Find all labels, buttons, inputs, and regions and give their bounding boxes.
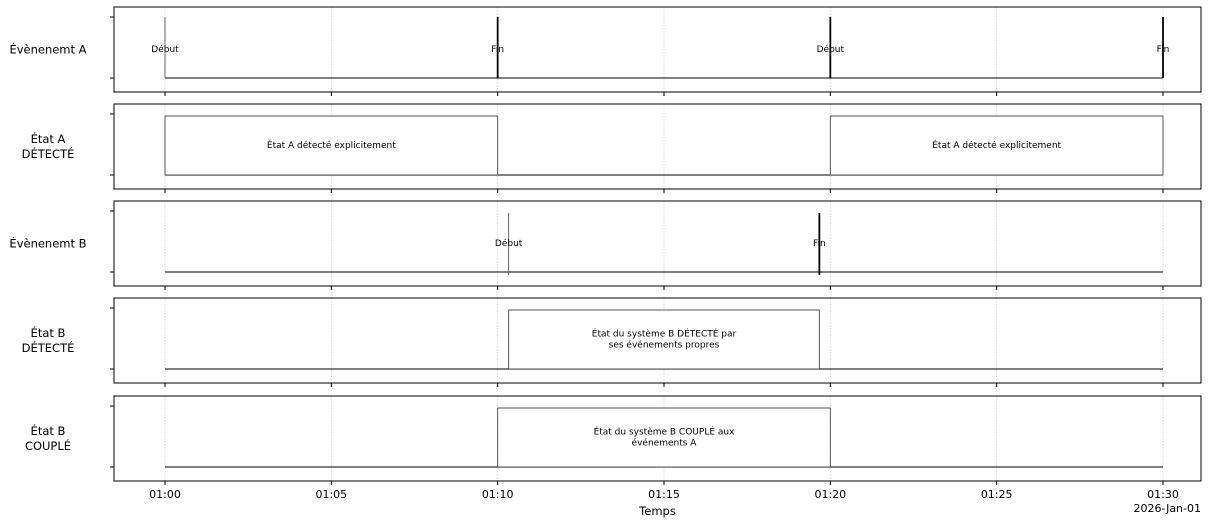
event-label: Début xyxy=(817,44,845,55)
x-tick-label: 01:10 xyxy=(482,488,514,501)
y-axis-label: Évènenemt B xyxy=(9,236,86,251)
state-label: événements A xyxy=(632,438,698,449)
state-box xyxy=(508,309,820,370)
state-label: État du système B DÉTECTÉ par xyxy=(592,328,737,340)
event-label: Fin xyxy=(813,239,826,249)
subplot-1: Début Fin Début Fin Évènenemt A xyxy=(9,6,1202,96)
event-label: Début xyxy=(495,238,523,249)
axes-frame xyxy=(113,103,1202,190)
state-label: État du système B COUPLÉ aux xyxy=(594,426,736,438)
axes-frame xyxy=(113,200,1202,287)
x-tick-label: 01:20 xyxy=(814,488,846,501)
subplot-3: Début Fin Évènenemt B xyxy=(9,200,1202,290)
event-label: Fin xyxy=(1157,45,1170,55)
state-box xyxy=(497,407,831,468)
state-label: État A détecté explicitement xyxy=(932,139,1061,151)
axes-frame xyxy=(113,6,1202,93)
state-label: État A détecté explicitement xyxy=(267,139,396,151)
state-box xyxy=(164,115,499,176)
state-label: ses événements propres xyxy=(609,340,720,351)
axes-frame xyxy=(113,297,1202,384)
x-tick-label: 01:00 xyxy=(149,488,181,501)
x-tick-label: 01:30 xyxy=(1147,488,1179,501)
y-axis-label: DÉTECTÉ xyxy=(22,340,75,355)
x-axis-label: Temps xyxy=(638,504,676,518)
y-axis-label: Évènenemt A xyxy=(9,42,86,57)
y-axis-label: État B xyxy=(31,325,66,340)
y-axis-label: État A xyxy=(31,131,66,146)
date-offset-label: 2026-Jan-01 xyxy=(1134,502,1202,515)
x-tick-label: 01:05 xyxy=(315,488,347,501)
subplot-2: État A détecté explicitement État A détec… xyxy=(22,103,1202,193)
state-box xyxy=(829,115,1164,176)
y-axis-label: État B xyxy=(31,423,66,438)
event-label: Début xyxy=(151,44,179,55)
axes-frame xyxy=(113,395,1202,482)
event-label: Fin xyxy=(491,45,504,55)
x-tick-label: 01:15 xyxy=(648,488,680,501)
x-tick-label: 01:25 xyxy=(981,488,1013,501)
y-axis-label: COUPLÉ xyxy=(25,438,71,453)
y-axis-label: DÉTECTÉ xyxy=(22,146,75,161)
